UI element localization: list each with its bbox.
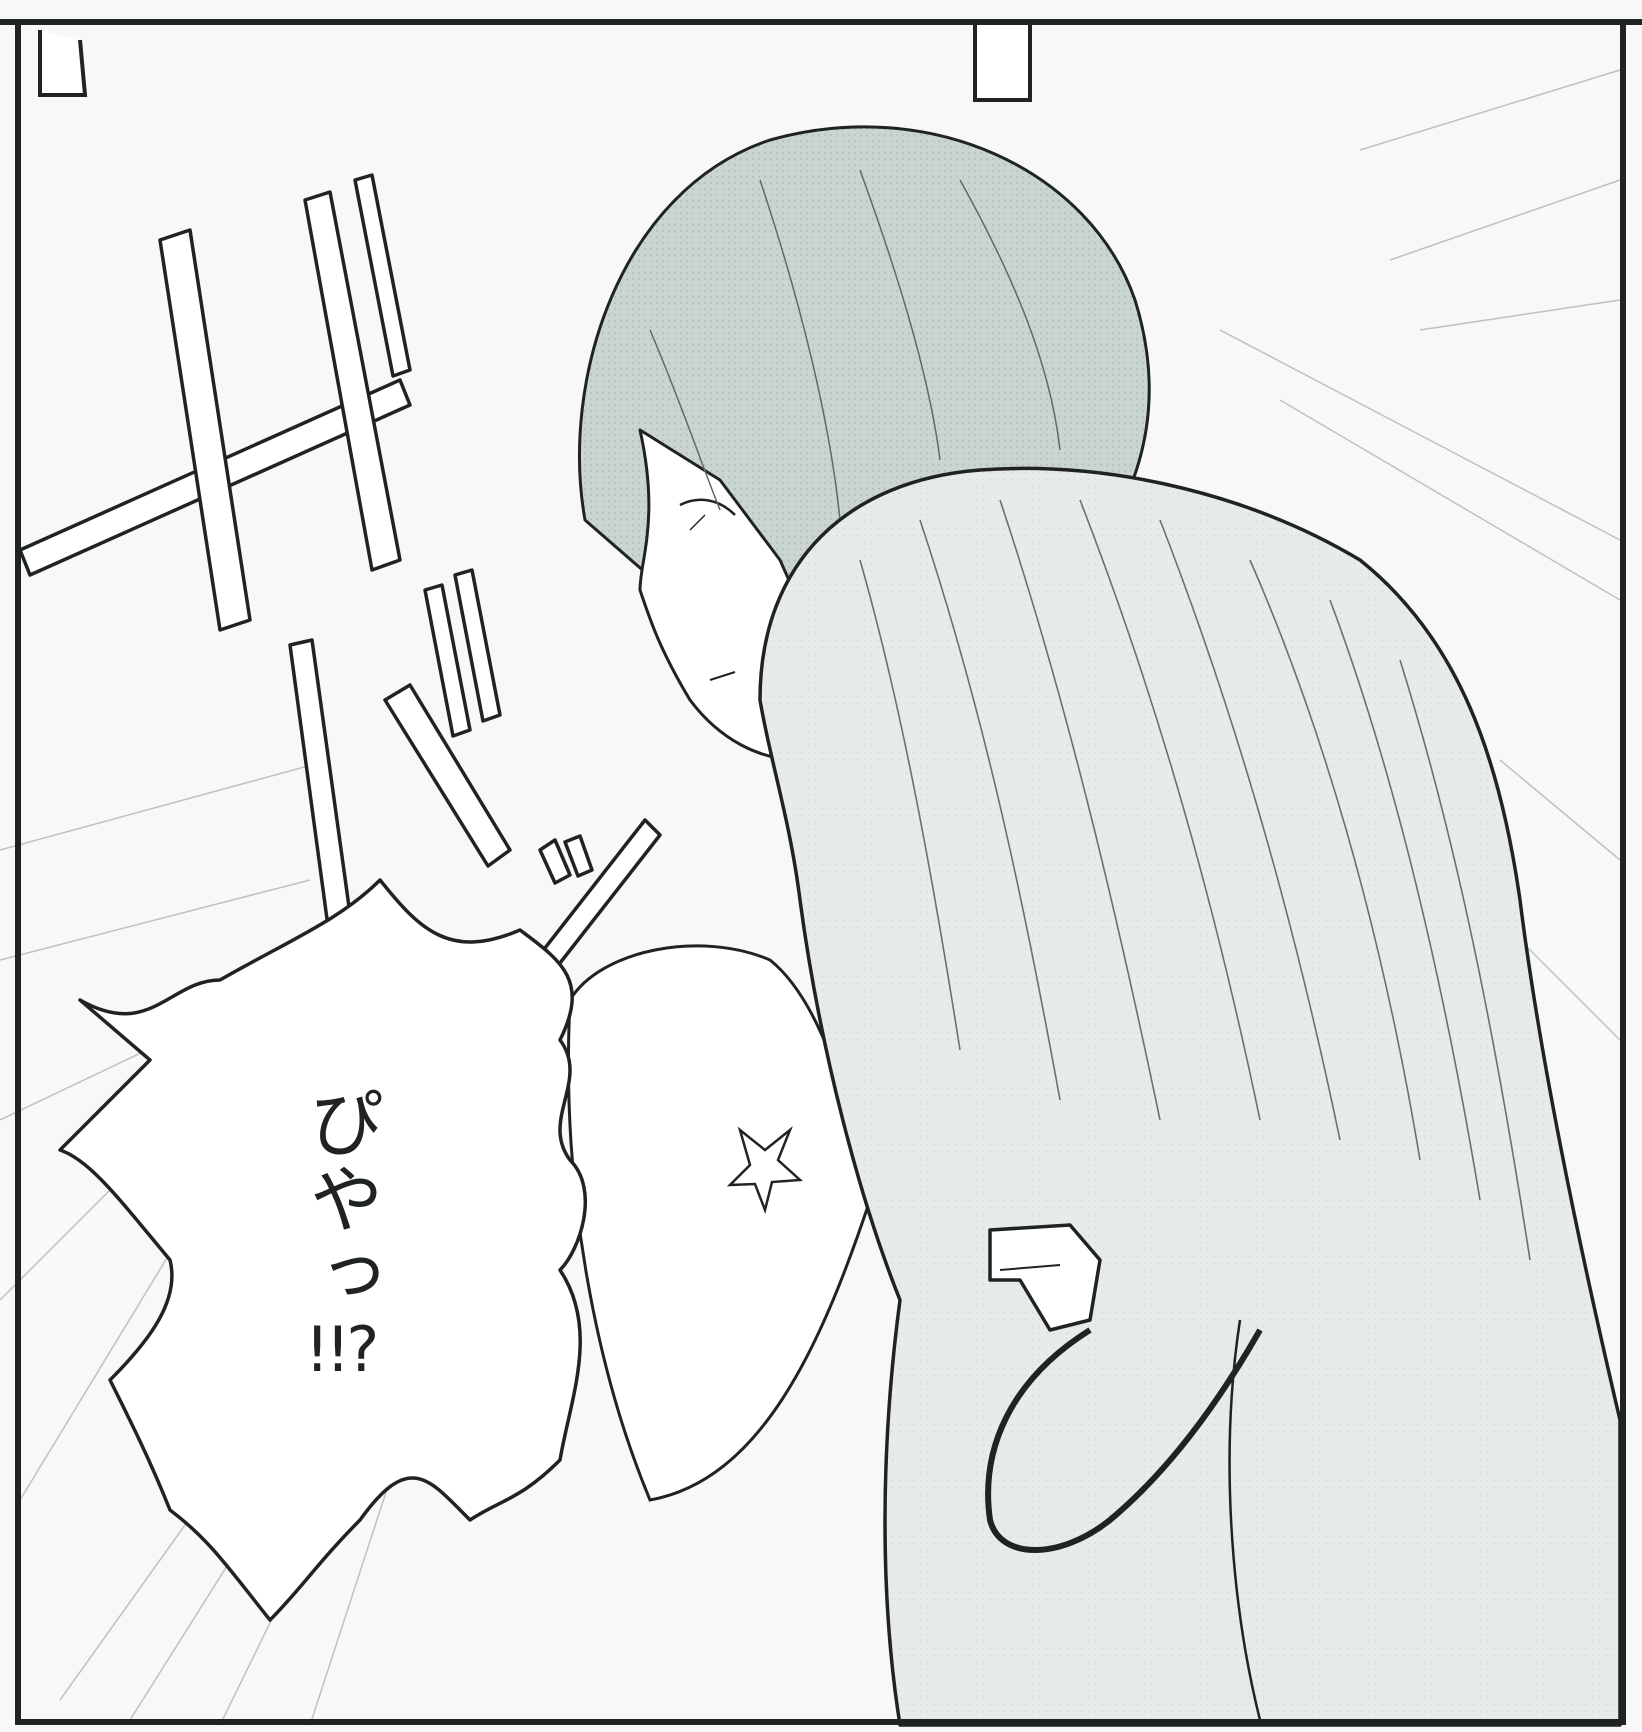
shoulder (566, 944, 872, 1502)
speech-text: ぴやっ !!? (280, 1085, 400, 1381)
speech-punctuation: !!? (304, 1313, 380, 1386)
panel-border (0, 19, 1642, 1725)
speech-kana: ぴやっ (297, 1085, 383, 1313)
speech-balloon (58, 878, 587, 1622)
long-hair-character (758, 466, 1622, 1727)
sfx-strokes (18, 173, 662, 997)
impact-mark (726, 1126, 804, 1215)
